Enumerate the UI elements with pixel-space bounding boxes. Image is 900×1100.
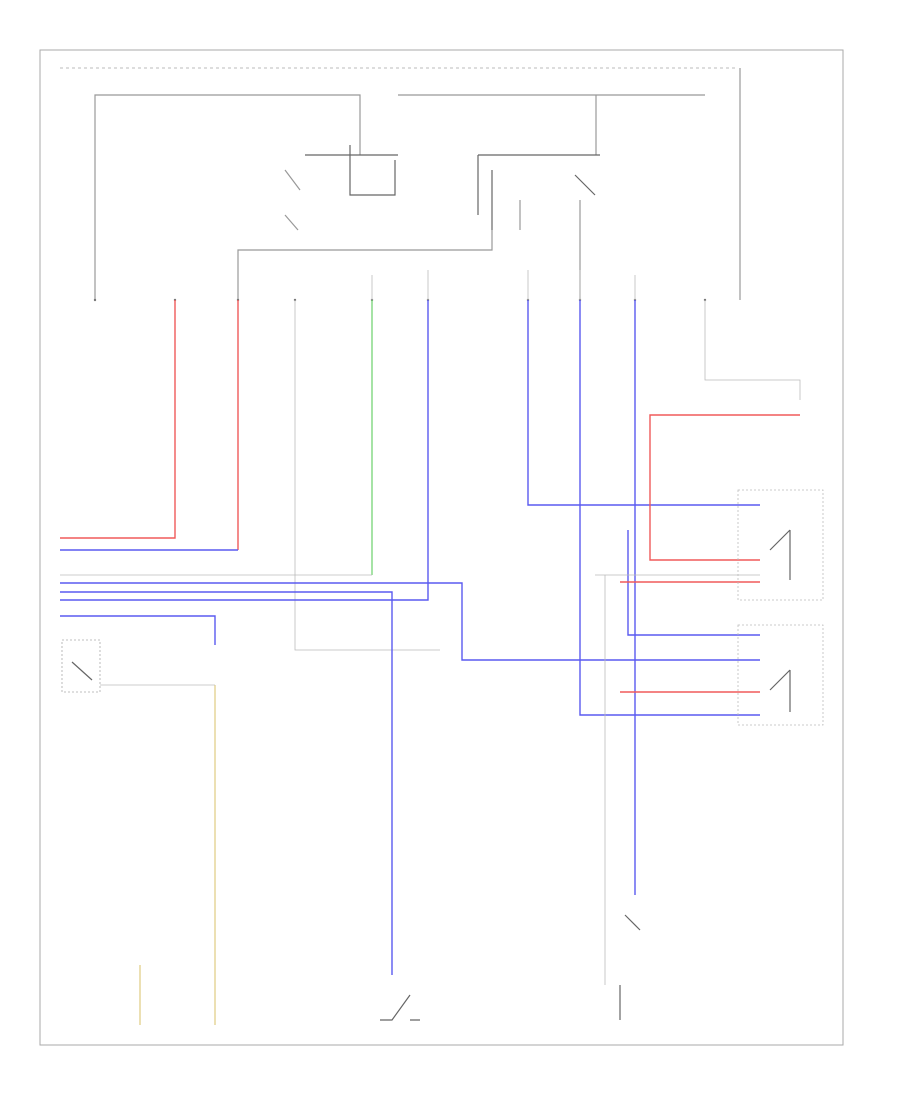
relay-top-left-contacts [305,145,398,196]
diagram-frame [39,49,844,1046]
bottom-switch [380,994,420,1021]
bottom-right-switch [619,914,641,1020]
blue-bus-5 [60,615,216,645]
relay-top-right-contacts [477,154,600,230]
relay-box-2-switch [769,669,791,712]
thin-wire-middle [294,300,440,651]
wire-pin-stubs [371,270,636,300]
wire-top-left [94,94,361,300]
red-wire-right-1 [649,414,800,561]
blue-wire-right-1 [527,300,760,506]
relay-box-1-switch [769,529,791,580]
red-wire-1 [60,300,176,539]
door-switch-box [61,639,101,693]
blue-wire-right-2 [579,300,760,716]
blue-bus-2 [60,582,760,661]
wire-relay-common [237,230,493,300]
blue-wire-right-4 [627,530,760,636]
thin-wire-right-top [704,300,801,400]
relay-top-left-switch [284,169,301,231]
blue-bus-3 [60,591,393,975]
relay-box-2 [737,624,824,726]
relay-box-1 [737,489,824,601]
wire-relay-mid [519,200,581,300]
thin-wire-right [595,574,760,985]
door-switch-contact [71,661,93,681]
blue-bus-4 [60,300,429,601]
connector-pins [93,298,707,302]
